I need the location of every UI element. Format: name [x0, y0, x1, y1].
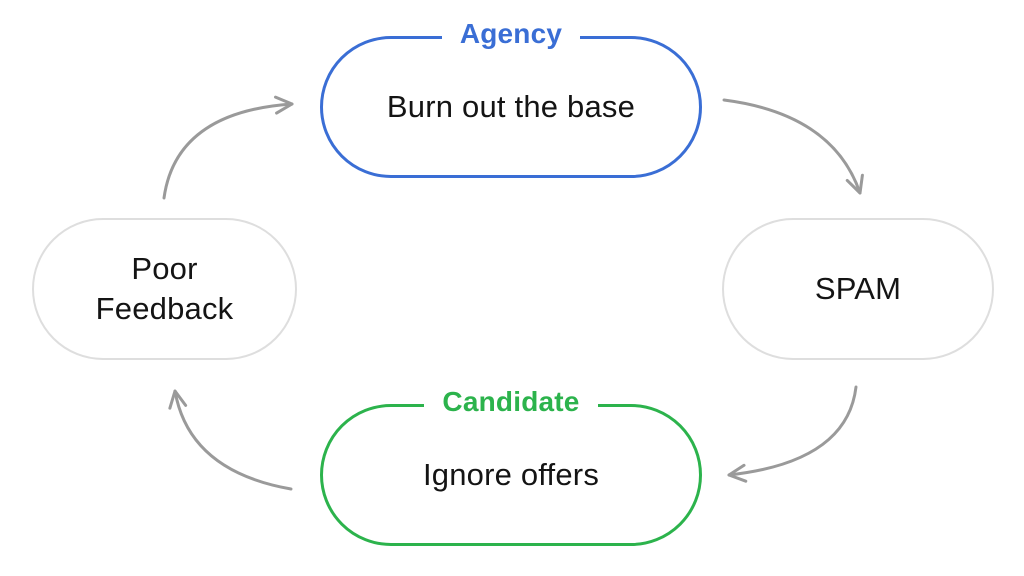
node-poor-feedback-label: Poor Feedback — [95, 250, 234, 326]
node-spam-label: SPAM — [814, 270, 902, 306]
group-label-agency-text: Agency — [441, 16, 581, 52]
node-burn-out-the-base-label: Burn out the base — [386, 88, 636, 124]
node-spam: SPAM — [722, 218, 994, 360]
node-burn-out-the-base: Burn out the base — [320, 36, 702, 178]
group-label-agency: Agency — [320, 16, 702, 52]
arrow-ignore-offers-to-poor-feedback — [168, 389, 293, 491]
node-ignore-offers-label: Ignore offers — [422, 456, 600, 492]
arrow-poor-feedback-to-burn-out — [162, 95, 294, 200]
group-label-candidate-text: Candidate — [424, 384, 598, 420]
node-ignore-offers: Ignore offers — [320, 404, 702, 546]
group-label-candidate: Candidate — [320, 384, 702, 420]
arrow-burn-out-to-spam — [722, 98, 864, 195]
node-poor-feedback: Poor Feedback — [32, 218, 297, 360]
arrow-spam-to-ignore-offers — [727, 385, 858, 483]
